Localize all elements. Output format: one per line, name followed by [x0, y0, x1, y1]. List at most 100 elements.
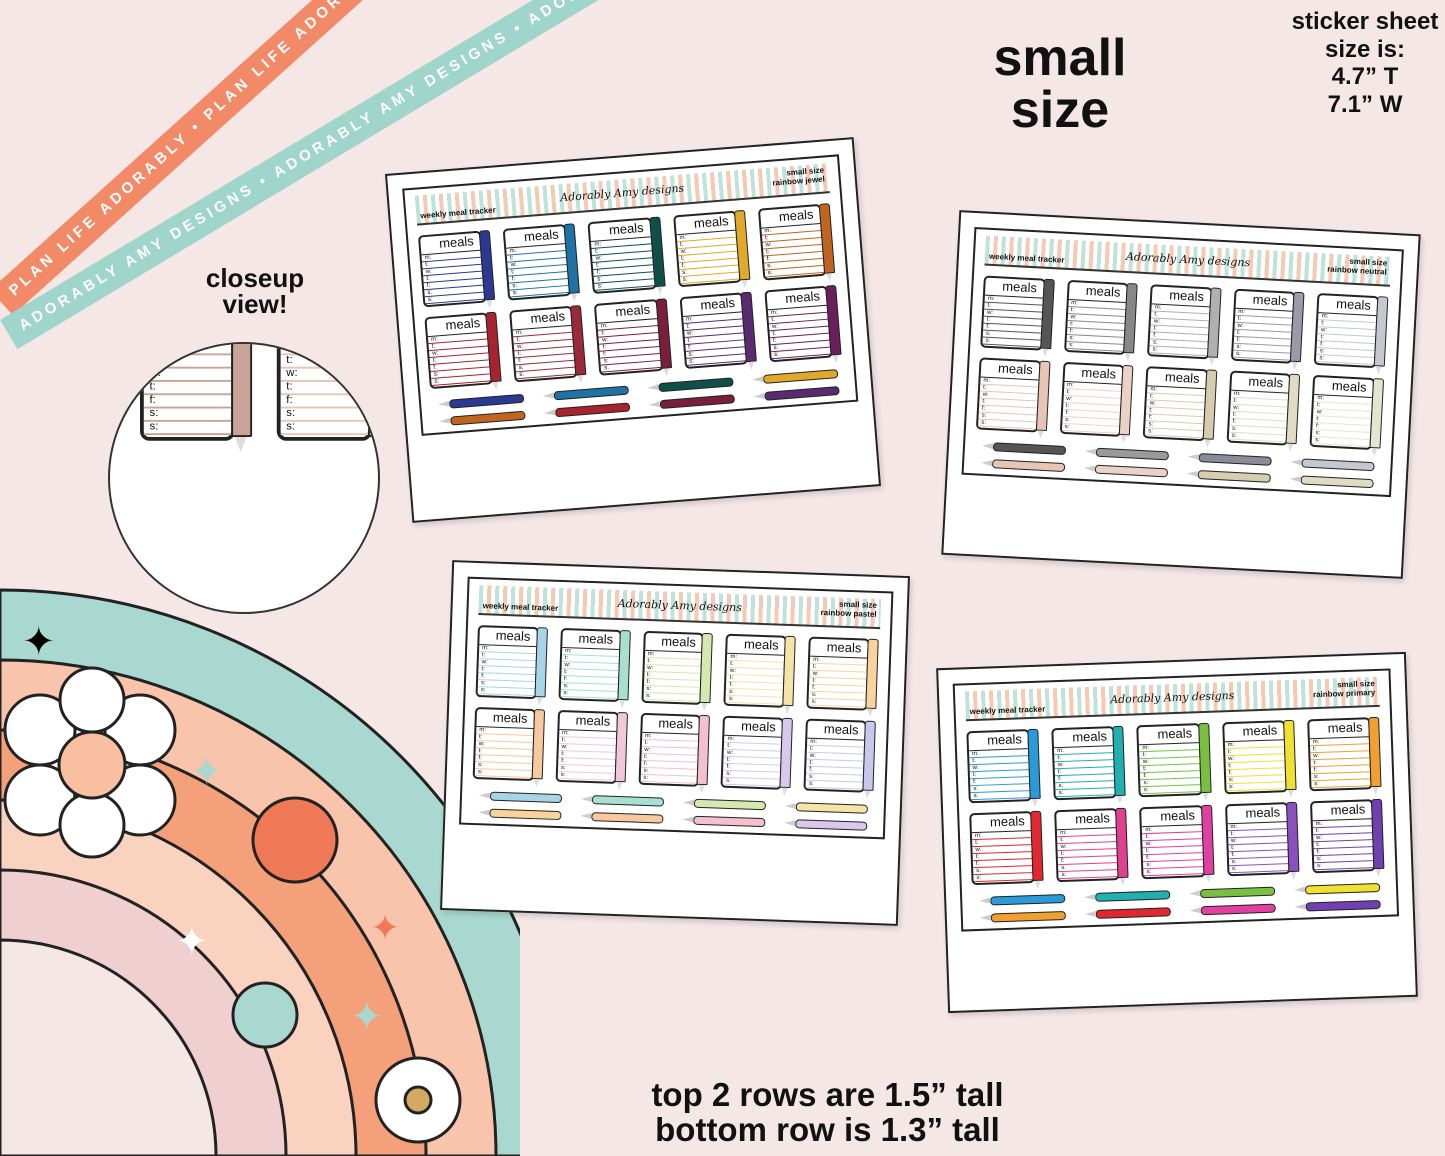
pen-sticker-icon	[991, 459, 1066, 473]
day-line: s:	[725, 695, 783, 705]
brand-logo: Adorably Amy designs	[559, 181, 685, 205]
pen-icon	[1118, 364, 1134, 436]
sheet-header: weekly meal tracker Adorably Amy designs…	[478, 585, 882, 630]
sticker-title: meals	[476, 709, 534, 730]
sparkle-icon: ✦	[22, 620, 56, 664]
sparkle-icon: ✦	[370, 907, 400, 948]
day-line: s:	[805, 780, 863, 790]
day-line: t:	[280, 382, 368, 396]
sheet-preview-neutral: weekly meal tracker Adorably Amy designs…	[941, 210, 1421, 579]
pen-icon	[1370, 798, 1385, 870]
pen-sticker-icon	[1199, 886, 1276, 899]
sticker-title: meals	[1311, 801, 1372, 822]
pen-sticker-icon	[1197, 469, 1271, 483]
pen-icon	[1282, 719, 1297, 791]
day-line: s:	[722, 777, 780, 787]
sheet-title: weekly meal tracker	[482, 601, 559, 613]
sheet-theme-label: rainbow neutral	[1326, 264, 1387, 277]
pen-icon	[1285, 801, 1300, 873]
sticker-title: meals	[1226, 804, 1287, 825]
sheet-title: weekly meal tracker	[988, 251, 1065, 265]
sparkle-icon: ✦	[350, 995, 384, 1039]
pen-sticker-icon	[1304, 882, 1381, 895]
pen-icon	[862, 720, 876, 791]
pen-icon	[231, 344, 253, 453]
pen-sticker-icon	[489, 808, 562, 821]
sticker-title: meals	[807, 720, 865, 741]
pen-icon	[865, 638, 879, 710]
pen-sticker-icon	[992, 442, 1067, 456]
size-line1: small	[993, 29, 1127, 87]
sparkle-icon: ✦	[175, 920, 209, 964]
closeup-line1: closeup	[205, 263, 305, 293]
size-heading: small size	[975, 32, 1145, 136]
day-line: s:	[477, 687, 535, 697]
pen-icon	[782, 635, 796, 707]
pen-icon	[1285, 373, 1301, 445]
pen-sticker-icon	[1305, 899, 1381, 912]
sheet-size-line4: 7.1” W	[1327, 90, 1403, 118]
sticker-title: meals	[1053, 728, 1114, 749]
orange-flower-icon	[251, 796, 339, 884]
day-line: m:	[143, 344, 232, 356]
sheet-size-line3: 4.7” T	[1331, 63, 1399, 91]
day-line: s:	[643, 692, 701, 702]
pen-sticker-icon	[990, 910, 1066, 923]
day-line: w:	[143, 369, 232, 382]
pen-icon	[531, 709, 545, 780]
pen-icon	[1369, 378, 1385, 449]
pen-sticker-icon	[795, 802, 868, 814]
pen-icon	[1200, 804, 1215, 876]
white-flower-icon	[374, 1056, 462, 1144]
pen-sticker-icon	[1301, 458, 1375, 472]
sheet-preview-jewel: weekly meal tracker Adorably Amy designs…	[384, 137, 882, 523]
rainbow-decoration: ✦ ✦ ✦ ✦ ✦	[0, 588, 520, 1156]
day-line: s:	[557, 771, 615, 781]
sticker-title: meals	[562, 630, 620, 650]
pen-sticker-icon	[764, 386, 840, 401]
pen-sticker-icon	[1198, 453, 1272, 466]
sticker-title: meals	[1138, 725, 1199, 746]
pen-sticker-icon	[1094, 464, 1169, 478]
day-line: s:	[474, 769, 532, 779]
pen-icon	[1123, 283, 1138, 354]
day-line: s:	[143, 409, 232, 422]
footer-line2: bottom row is 1.3” tall	[655, 1110, 1000, 1148]
pen-sticker-icon	[554, 402, 631, 418]
pen-icon	[696, 714, 711, 786]
pen-sticker-icon	[693, 798, 767, 811]
sticker-title: meals	[479, 627, 537, 648]
pen-icon	[1197, 722, 1212, 794]
pen-sticker-icon	[1095, 447, 1170, 461]
day-line: w:	[280, 369, 368, 382]
pen-sticker-icon	[659, 394, 736, 410]
pen-sticker-icon	[489, 791, 563, 804]
sheet-size-info: sticker sheet size is: 4.7” T 7.1” W	[1285, 8, 1445, 118]
pen-sticker-icon	[1200, 903, 1276, 916]
sparkle-icon: ✦	[190, 750, 224, 794]
brand-logo: Adorably Amy designs	[617, 596, 743, 615]
pen-icon	[1027, 728, 1041, 800]
